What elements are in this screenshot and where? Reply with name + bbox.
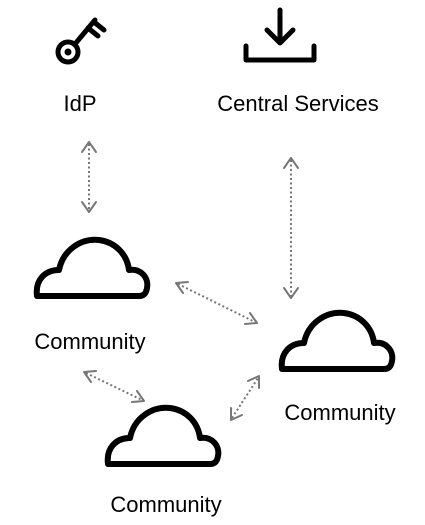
community-right-label: Community [284, 400, 395, 425]
cloud-icon [104, 404, 222, 467]
community-bottom-node: Community [104, 404, 222, 517]
download-icon [243, 7, 317, 63]
connector-central-community-right [283, 157, 299, 299]
connector-community-left-bottom [83, 370, 145, 403]
central-services-label: Central Services [217, 91, 378, 116]
cloud-icon [278, 309, 396, 372]
connector-idp-community-left [81, 141, 97, 213]
connector-community-bottom-right [230, 375, 260, 421]
key-icon [55, 17, 107, 65]
community-bottom-label: Community [110, 492, 221, 517]
community-left-node: Community [33, 236, 151, 354]
connector-community-left-right [175, 281, 258, 325]
central-services-node: Central Services [217, 7, 379, 116]
idp-node: IdP [55, 17, 107, 116]
community-left-label: Community [34, 329, 145, 354]
idp-label: IdP [63, 91, 96, 116]
community-right-node: Community [278, 309, 396, 425]
cloud-icon [33, 236, 151, 299]
